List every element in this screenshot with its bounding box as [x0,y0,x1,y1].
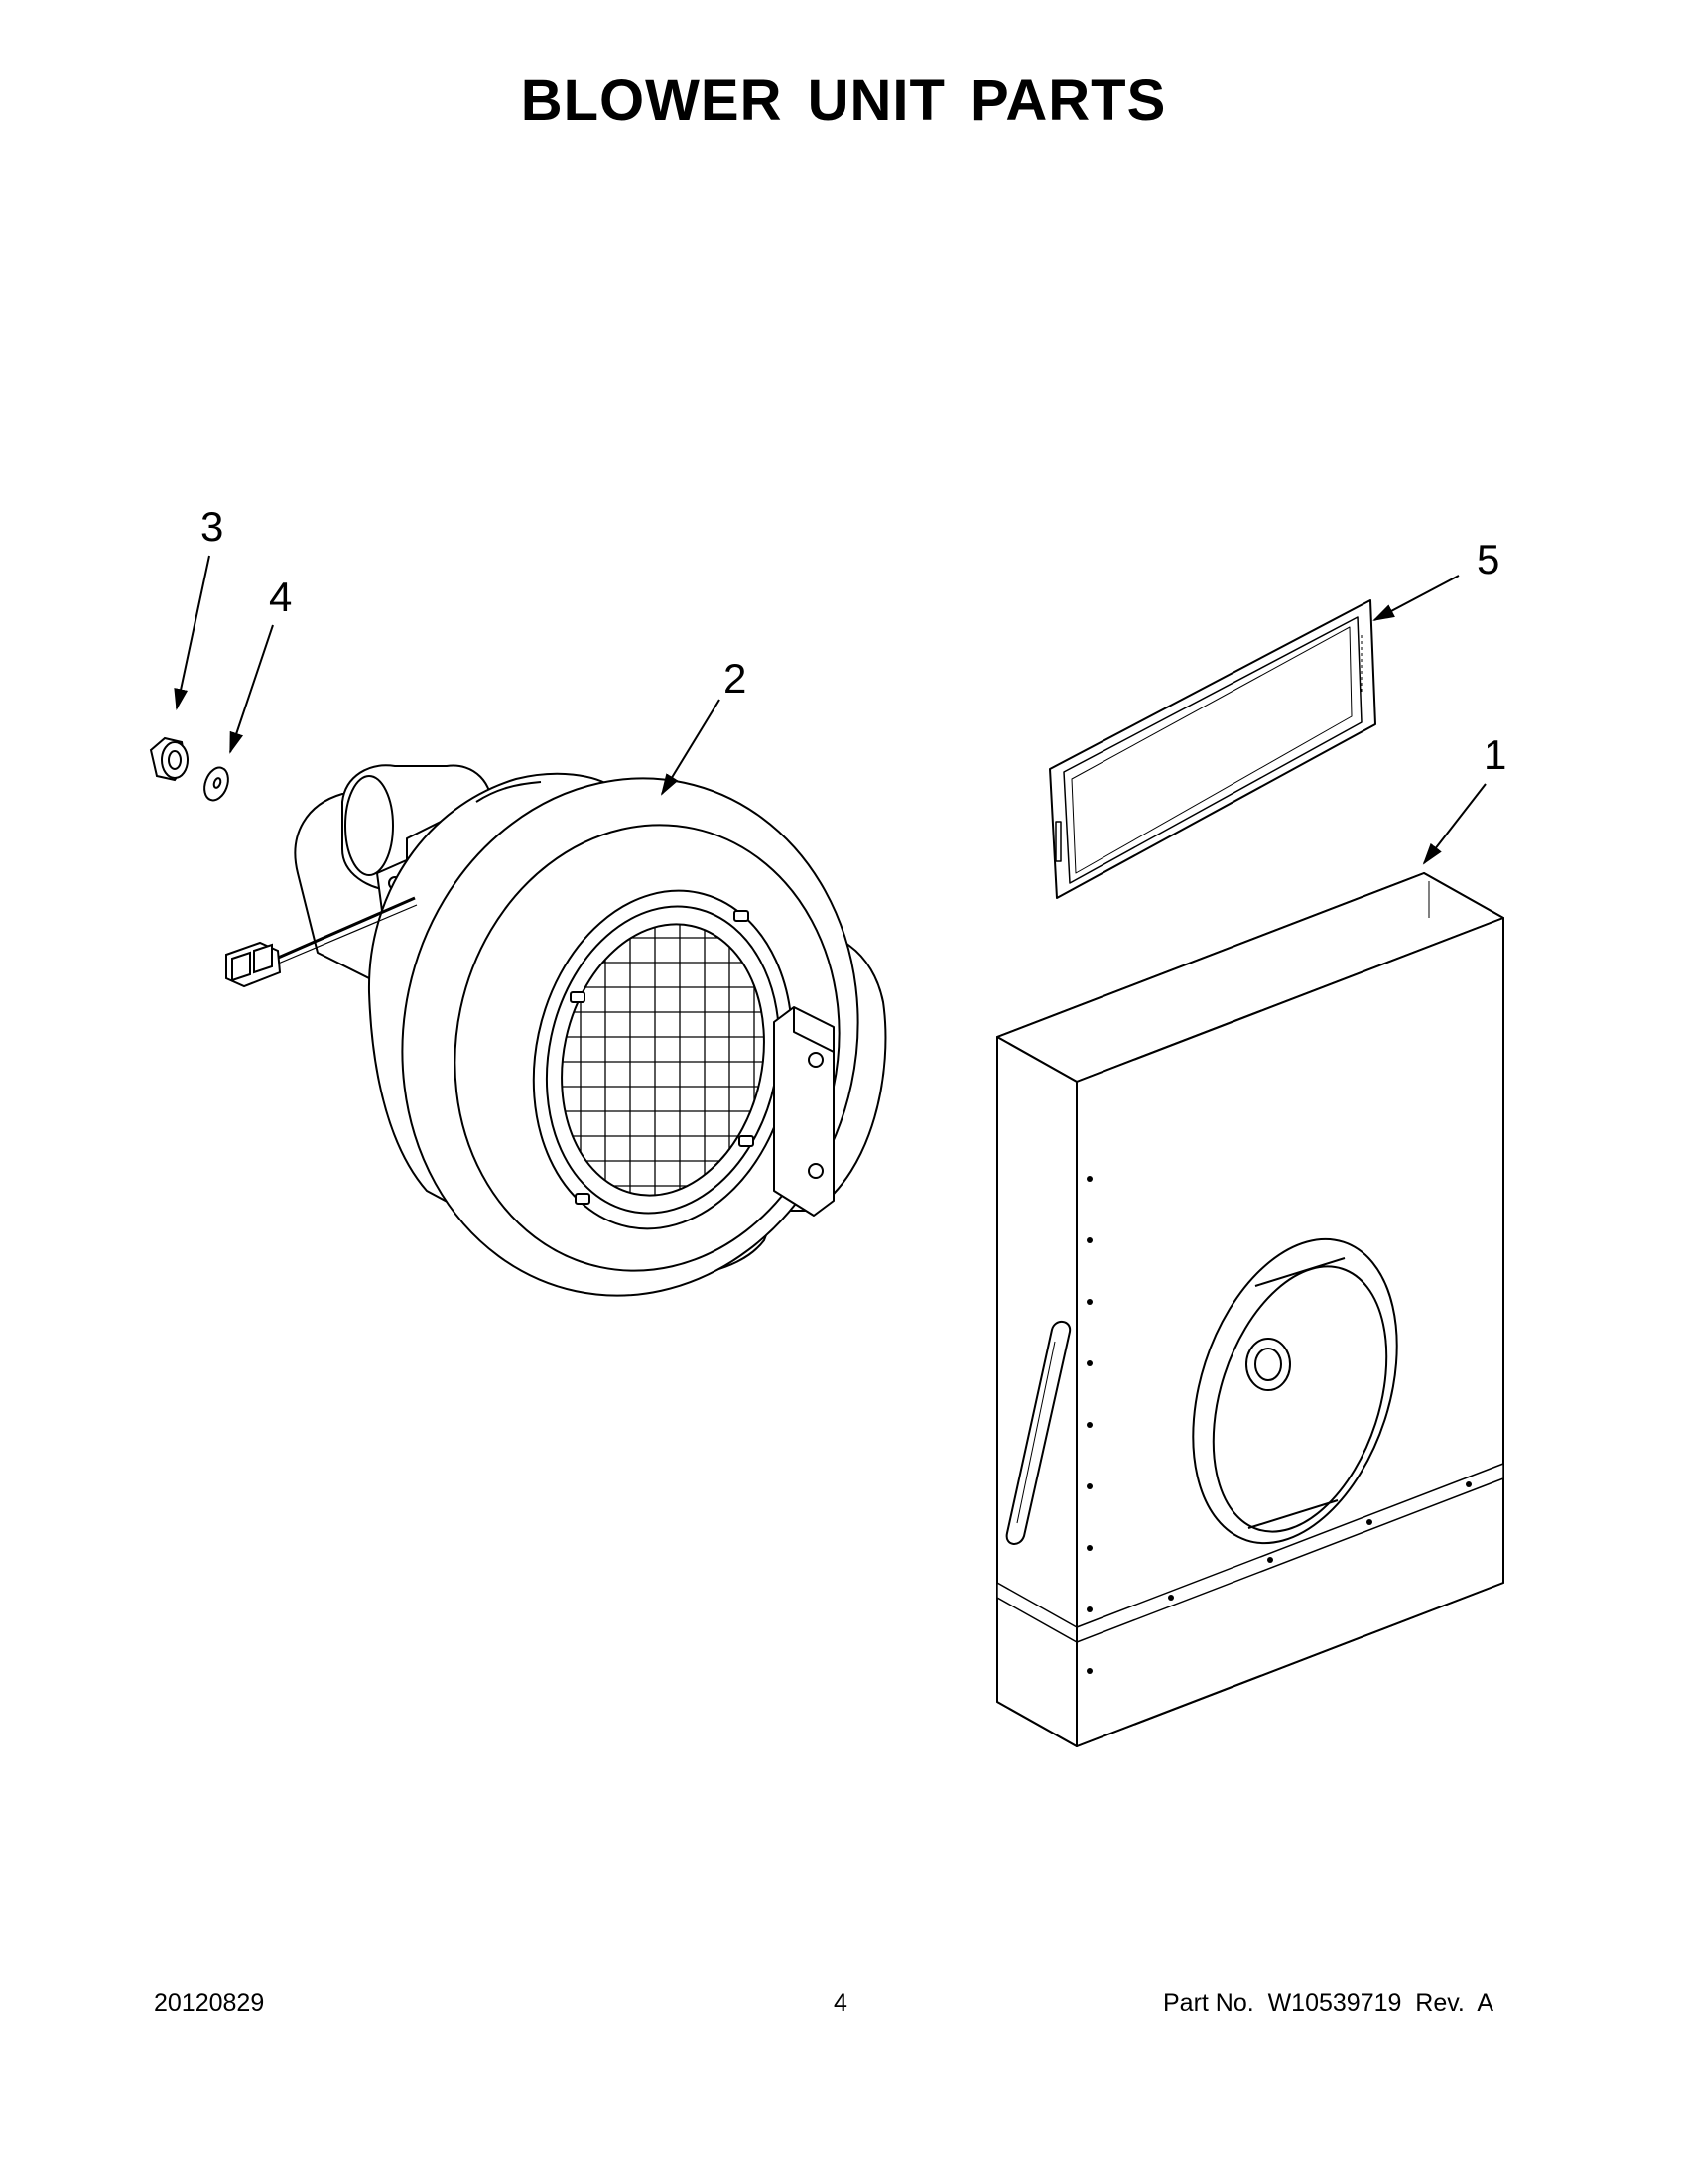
part-2-blower-assembly [294,764,887,1297]
part-3-nut [149,736,189,782]
leader-arrow-3 [174,555,210,710]
callout-label-2: 2 [723,655,746,702]
wire-harness [225,896,418,988]
leader-arrows [174,555,1487,865]
part-4-washer [203,766,229,802]
part-5-filter [1049,599,1376,899]
leader-arrow-5 [1372,575,1460,621]
footer-part-number: Part No. W10539719 Rev. A [1163,1990,1494,2017]
callout-label-5: 5 [1477,536,1499,582]
footer-date: 20120829 [154,1990,265,2017]
leader-arrow-4 [229,624,274,754]
part-1-housing [996,872,1504,1747]
callout-label-1: 1 [1484,731,1506,778]
callout-label-3: 3 [200,503,223,550]
footer-page-number: 4 [834,1990,847,2017]
page-title: BLOWER UNIT PARTS [520,68,1167,133]
leader-arrow-1 [1422,783,1487,865]
callout-label-4: 4 [269,574,292,620]
leader-arrow-2 [660,699,720,796]
